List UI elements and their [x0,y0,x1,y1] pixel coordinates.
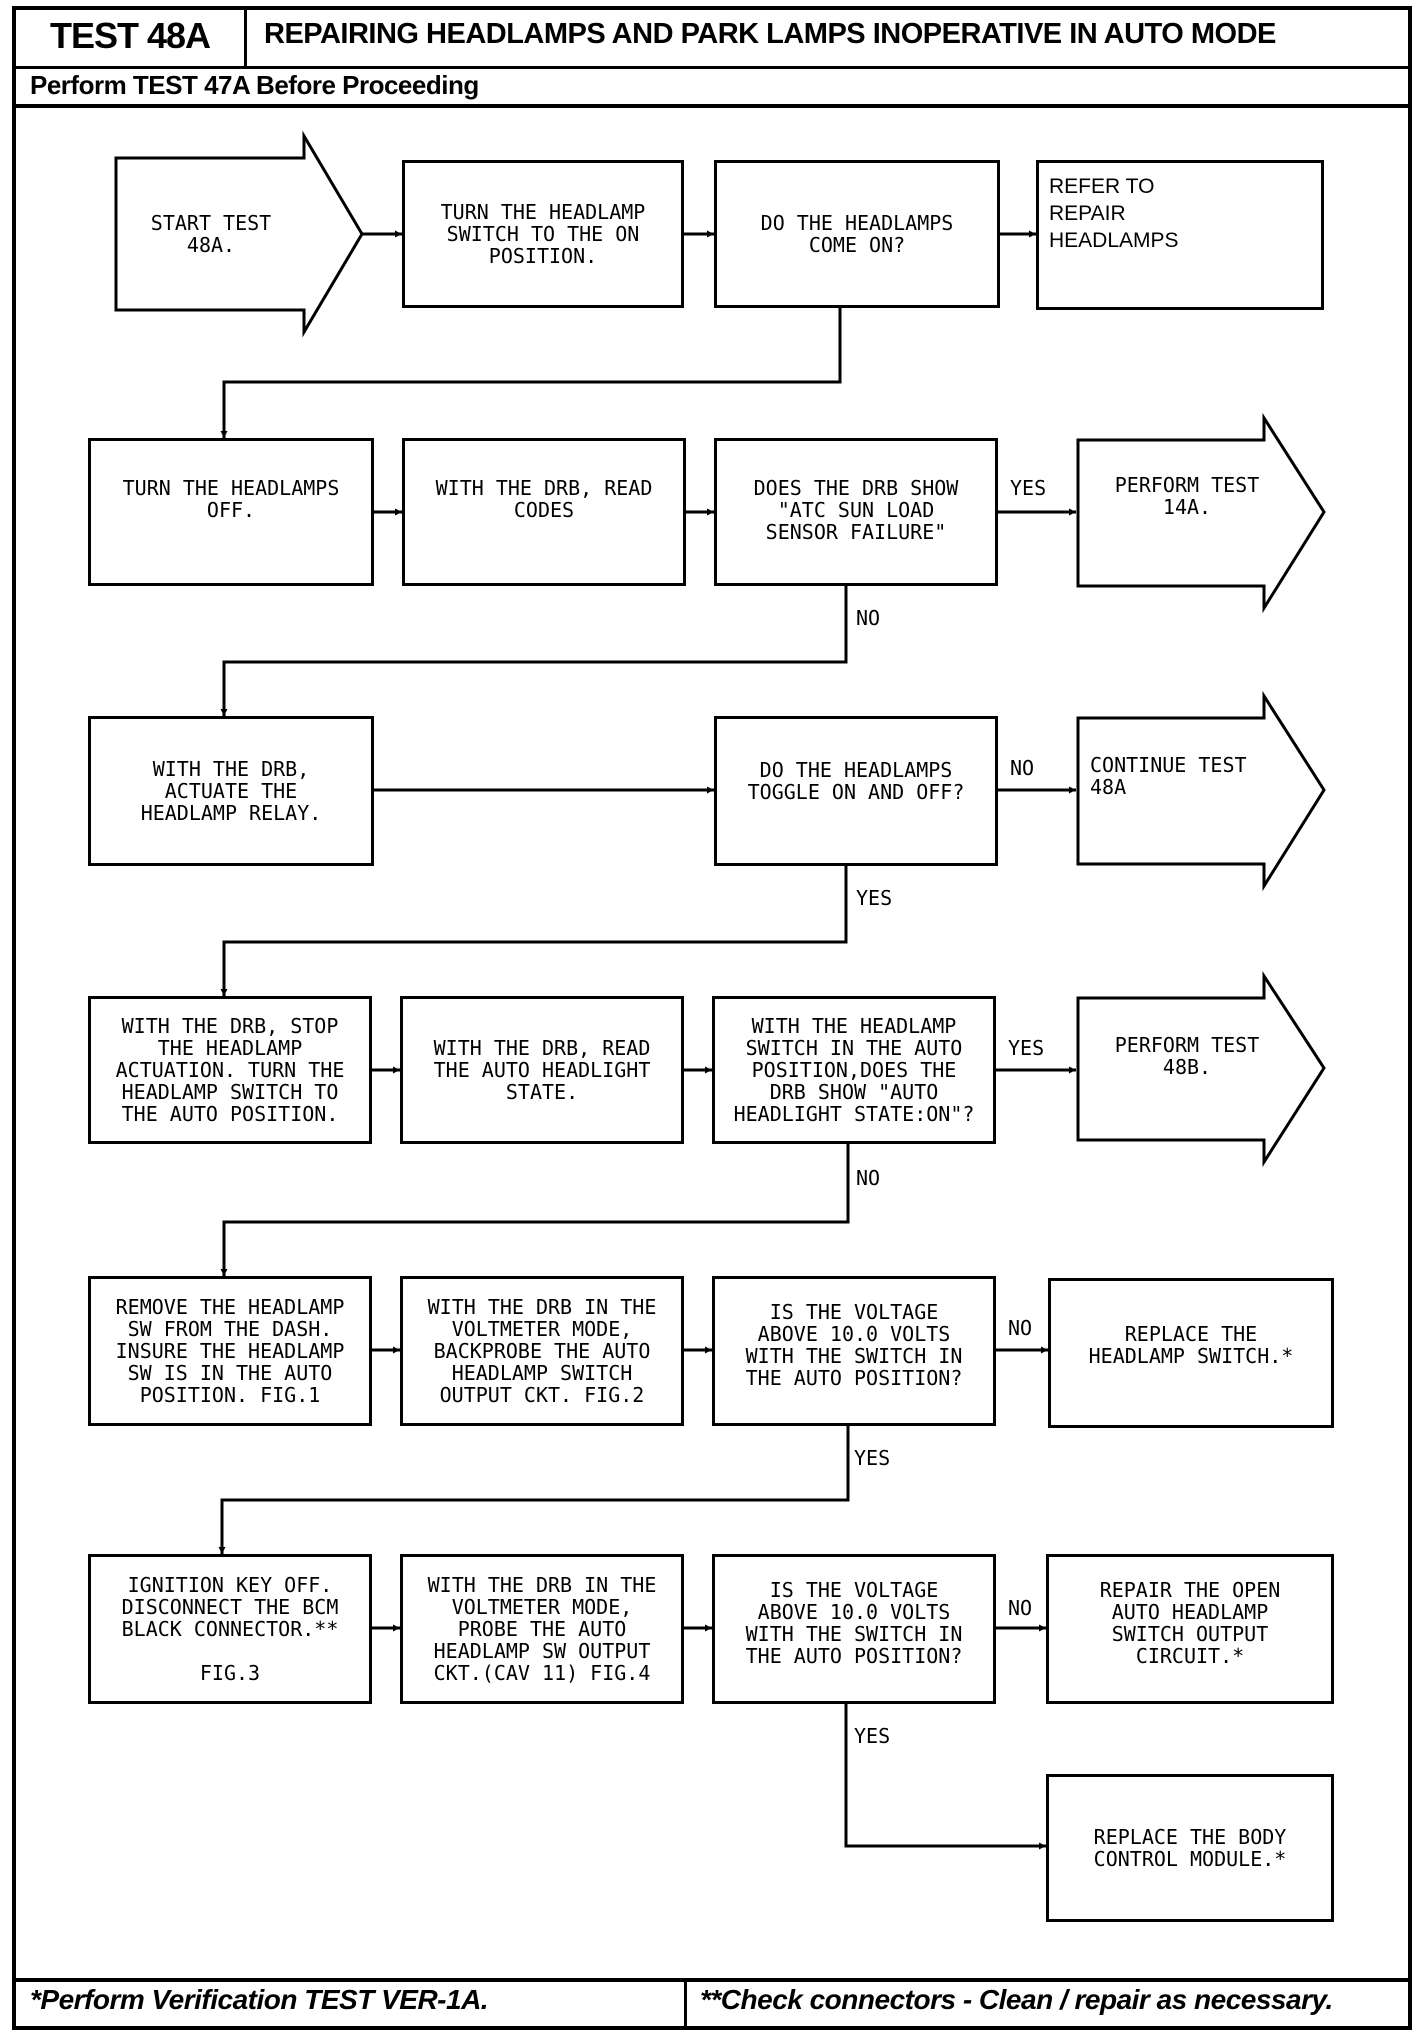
test-id: TEST 48A [49,15,211,56]
result-replace-headlamp-switch: REPLACE THE HEADLAMP SWITCH.* [1048,1278,1334,1428]
question-voltage-at-switch: IS THE VOLTAGE ABOVE 10.0 VOLTS WITH THE… [712,1276,996,1426]
page-title: REPAIRING HEADLAMPS AND PARK LAMPS INOPE… [264,18,1276,50]
question-text: IS THE VOLTAGE ABOVE 10.0 VOLTS WITH THE… [745,1300,963,1390]
header-divider-1 [12,66,1412,69]
label-yes: YES [854,1446,891,1470]
step-text: TURN THE HEADLAMP SWITCH TO THE ON POSIT… [440,200,646,268]
step-disconnect-bcm: IGNITION KEY OFF. DISCONNECT THE BCM BLA… [88,1554,372,1704]
connector-q2-no [220,586,848,716]
step-turn-headlamps-off: TURN THE HEADLAMPS OFF. [88,438,374,586]
step-text: WITH THE DRB IN THE VOLTMETER MODE, BACK… [427,1295,657,1407]
step-actuate-relay: WITH THE DRB, ACTUATE THE HEADLAMP RELAY… [88,716,374,866]
result-repair-open-circuit: REPAIR THE OPEN AUTO HEADLAMP SWITCH OUT… [1046,1554,1334,1704]
footer-verification-note: *Perform Verification TEST VER-1A. [30,1984,489,2015]
label-no: NO [1008,1596,1033,1620]
step-read-auto-headlight-state: WITH THE DRB, READ THE AUTO HEADLIGHT ST… [400,996,684,1144]
step-text: WITH THE DRB, READ CODES [435,476,653,522]
connector-q5-yes [218,1426,850,1554]
result-perform-test-48b: PERFORM TEST 48B. [1114,1033,1260,1079]
result-arrow-test-14a [1076,412,1326,614]
question-voltage-at-bcm: IS THE VOLTAGE ABOVE 10.0 VOLTS WITH THE… [712,1554,996,1704]
connector-q3-yes [220,866,848,996]
step-backprobe-switch-output: WITH THE DRB IN THE VOLTMETER MODE, BACK… [400,1276,684,1426]
footer-divider [12,1978,1412,1982]
result-text: REPAIR THE OPEN AUTO HEADLAMP SWITCH OUT… [1099,1578,1281,1668]
label-no: NO [1008,1316,1033,1340]
label-yes: YES [1010,476,1047,500]
label-yes: YES [854,1724,891,1748]
step-turn-switch-on: TURN THE HEADLAMP SWITCH TO THE ON POSIT… [402,160,684,308]
step-text: IGNITION KEY OFF. DISCONNECT THE BCM BLA… [121,1573,339,1685]
result-repair-headlamps: REFER TO REPAIR HEADLAMPS [1036,160,1324,310]
question-text: DO THE HEADLAMPS TOGGLE ON AND OFF? [747,758,965,804]
step-stop-actuation: WITH THE DRB, STOP THE HEADLAMP ACTUATIO… [88,996,372,1144]
step-read-codes: WITH THE DRB, READ CODES [402,438,686,586]
result-replace-body-control-module: REPLACE THE BODY CONTROL MODULE.* [1046,1774,1334,1922]
title-divider [244,6,247,68]
result-text: REPLACE THE BODY CONTROL MODULE.* [1093,1825,1287,1871]
connector-q1-down [220,308,842,438]
page-border [12,6,1412,2030]
question-atc-sun-load: DOES THE DRB SHOW "ATC SUN LOAD SENSOR F… [714,438,998,586]
step-probe-switch-output-cav11: WITH THE DRB IN THE VOLTMETER MODE, PROB… [400,1554,684,1704]
question-text: IS THE VOLTAGE ABOVE 10.0 VOLTS WITH THE… [745,1578,963,1668]
start-arrow-shape [114,130,364,338]
header-divider-2 [12,104,1412,108]
connector-q6-yes [844,1704,1046,1850]
page-subtitle: Perform TEST 47A Before Proceeding [30,70,479,100]
step-remove-headlamp-switch: REMOVE THE HEADLAMP SW FROM THE DASH. IN… [88,1276,372,1426]
step-text: REMOVE THE HEADLAMP SW FROM THE DASH. IN… [115,1295,345,1407]
question-text: DO THE HEADLAMPS COME ON? [760,211,954,257]
label-no: NO [856,606,881,630]
step-text: WITH THE DRB, ACTUATE THE HEADLAMP RELAY… [140,757,322,825]
footer-connector-note: **Check connectors - Clean / repair as n… [700,1984,1333,2015]
step-text: WITH THE DRB, STOP THE HEADLAMP ACTUATIO… [115,1014,345,1126]
connector-q4-no [220,1144,850,1276]
result-perform-test-14a: PERFORM TEST 14A. [1114,473,1260,519]
question-text: DOES THE DRB SHOW "ATC SUN LOAD SENSOR F… [753,476,959,544]
start-step: START TEST 48A. [150,211,272,257]
label-no: NO [856,1166,881,1190]
label-yes: YES [856,886,893,910]
footer-column-divider [684,1978,687,2028]
question-toggle-on-off: DO THE HEADLAMPS TOGGLE ON AND OFF? [714,716,998,866]
question-headlamps-on: DO THE HEADLAMPS COME ON? [714,160,1000,308]
result-text: REPLACE THE HEADLAMP SWITCH.* [1088,1322,1294,1368]
question-auto-headlight-state: WITH THE HEADLAMP SWITCH IN THE AUTO POS… [712,996,996,1144]
result-arrow-continue-48a [1076,690,1326,892]
step-text: WITH THE DRB IN THE VOLTMETER MODE, PROB… [427,1573,657,1685]
label-no: NO [1010,756,1035,780]
question-text: WITH THE HEADLAMP SWITCH IN THE AUTO POS… [733,1014,975,1126]
result-text: REFER TO REPAIR HEADLAMPS [1049,175,1179,252]
label-yes: YES [1008,1036,1045,1060]
step-text: TURN THE HEADLAMPS OFF. [122,476,340,522]
result-arrow-test-48b [1076,970,1326,1168]
step-text: WITH THE DRB, READ THE AUTO HEADLIGHT ST… [433,1036,651,1104]
result-continue-test-48a: CONTINUE TEST 48A [1090,753,1247,799]
